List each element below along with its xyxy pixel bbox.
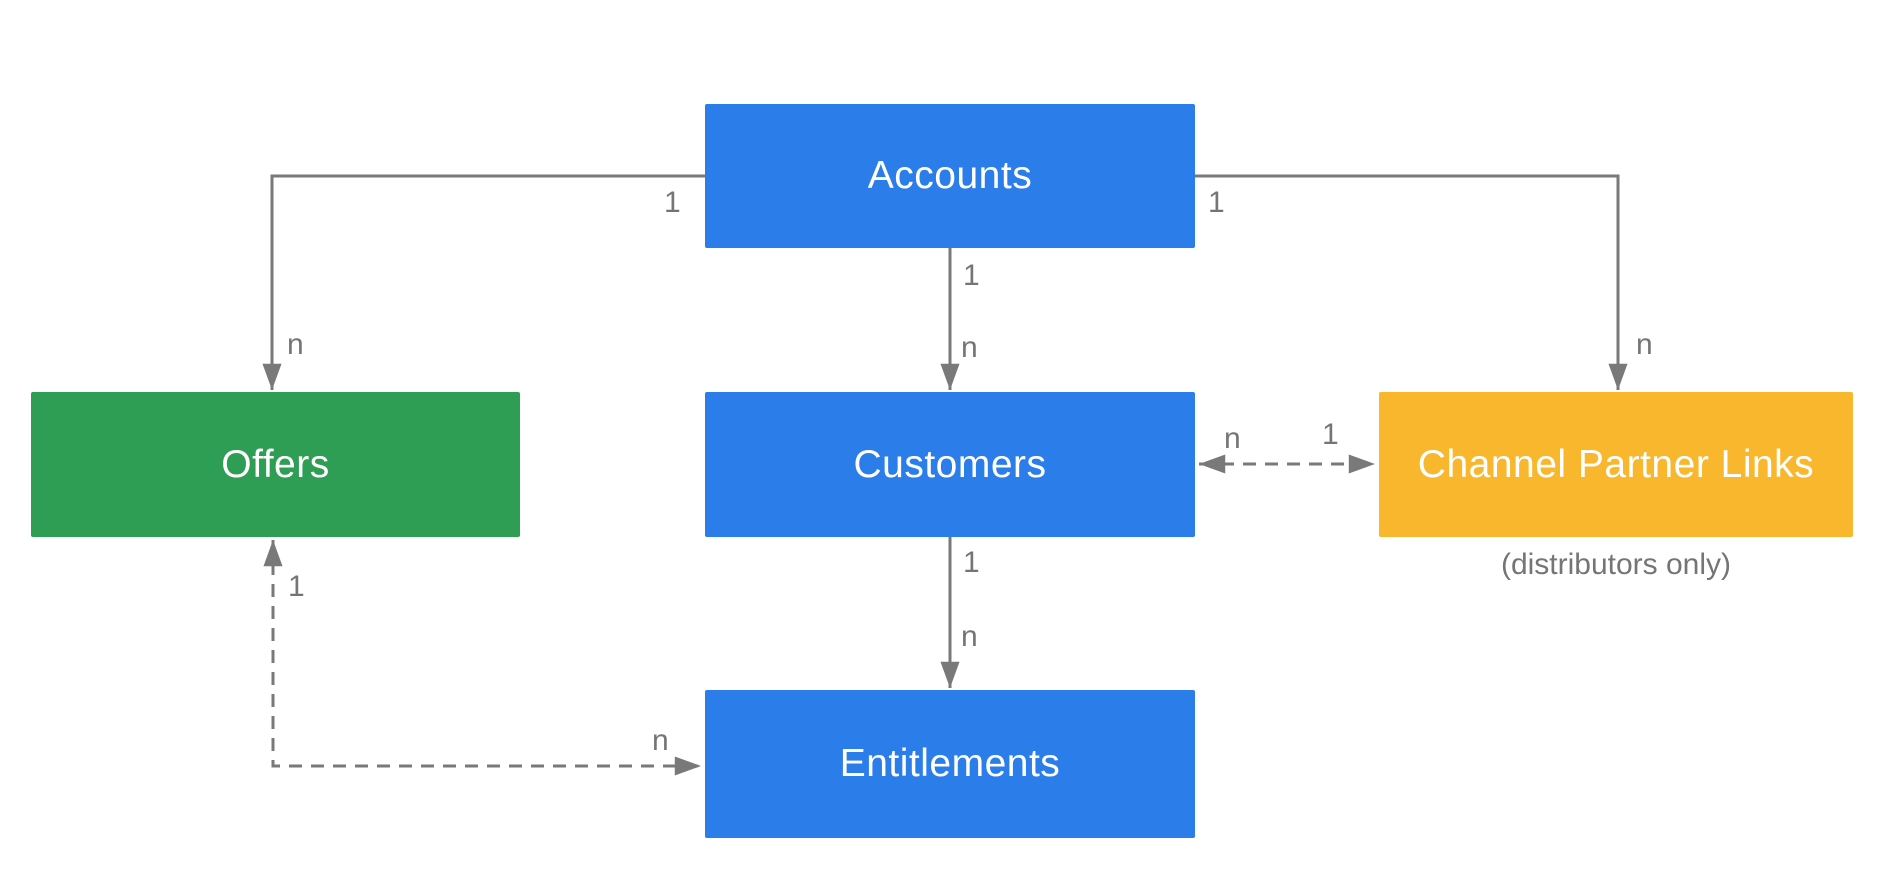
entity-offers-label: Offers xyxy=(221,442,330,486)
edge-accounts-offers xyxy=(262,174,705,390)
channel-partner-links-note: (distributors only) xyxy=(1500,548,1732,581)
entity-accounts: Accounts xyxy=(705,104,1195,248)
entity-channel-partner-links: Channel Partner Links xyxy=(1379,392,1853,537)
entity-offers: Offers xyxy=(31,392,520,537)
cardinality-offers-entitlements-1: 1 xyxy=(288,570,305,603)
entity-channel-partner-links-label: Channel Partner Links xyxy=(1417,442,1815,486)
cardinality-accounts-offers-n: n xyxy=(287,328,304,361)
entity-entitlements: Entitlements xyxy=(705,690,1195,838)
cardinality-customers-cpl-1: 1 xyxy=(1322,418,1339,451)
entity-customers-label: Customers xyxy=(853,442,1047,486)
cardinality-offers-entitlements-n: n xyxy=(652,724,669,757)
cardinality-accounts-cpl-1: 1 xyxy=(1208,186,1225,219)
cardinality-customers-entitlements-n: n xyxy=(961,620,978,653)
cardinality-accounts-offers-1: 1 xyxy=(664,186,681,219)
cardinality-accounts-customers-1: 1 xyxy=(963,259,980,292)
entity-entitlements-label: Entitlements xyxy=(839,742,1061,785)
cardinality-customers-entitlements-1: 1 xyxy=(963,546,980,579)
entity-accounts-label: Accounts xyxy=(867,154,1033,197)
edge-accounts-channel-partner-links xyxy=(1195,174,1628,390)
cardinality-accounts-customers-n: n xyxy=(961,331,978,364)
entity-customers: Customers xyxy=(705,392,1195,537)
cardinality-accounts-cpl-n: n xyxy=(1636,328,1653,361)
cardinality-customers-cpl-n: n xyxy=(1224,422,1241,455)
edge-offers-entitlements xyxy=(263,540,701,776)
